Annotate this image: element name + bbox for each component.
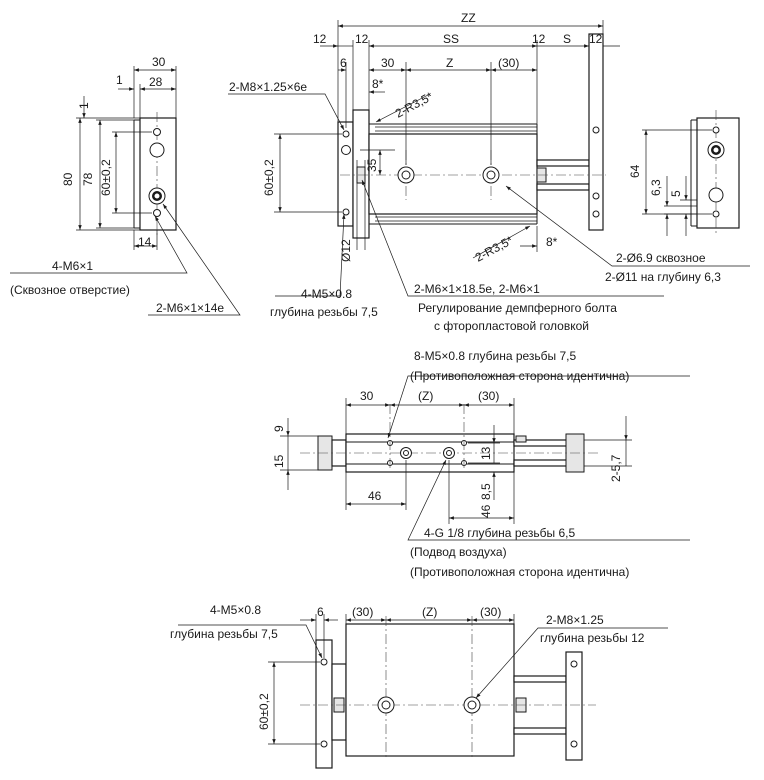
dim-80: 80 bbox=[61, 172, 75, 186]
dim-z: Z bbox=[446, 56, 453, 70]
callout-bot-m5-line2: глубина резьбы 7,5 bbox=[170, 627, 278, 641]
dim-5: 5 bbox=[669, 190, 683, 197]
left-view-hole-top bbox=[153, 128, 161, 136]
dim-30-top: 30 bbox=[152, 55, 166, 69]
dim-12-a: 12 bbox=[313, 32, 327, 46]
dim-bot-60: 60±0,2 bbox=[257, 693, 271, 730]
dim-30-paren: (30) bbox=[498, 56, 519, 70]
callout-bot-m5-line1: 4-M5×0.8 bbox=[210, 603, 261, 617]
callout-m6-through: 4-M6×1 bbox=[52, 259, 93, 273]
dim-46-right: 46 bbox=[479, 504, 493, 518]
middle-view: 30 (Z) (30) 9 15 13 46 8,5 46 2-5,7 8-M5… bbox=[272, 349, 690, 579]
left-view-hole-bottom bbox=[153, 209, 161, 217]
dim-phi12: Ø12 bbox=[339, 239, 353, 262]
callout-g-line2: (Подвод воздуха) bbox=[410, 545, 507, 559]
dim-ss: SS bbox=[443, 32, 459, 46]
dim-r35-lower: 2-R3,5* bbox=[473, 233, 516, 265]
dim-9: 9 bbox=[272, 425, 286, 432]
dim-r35-upper: 2-R3,5* bbox=[393, 89, 436, 121]
top-view: ZZ 12 12 SS 12 S 12 6 30 Z (30) 8* 2-R3,… bbox=[228, 11, 750, 333]
bottom-view: 6 (30) (Z) (30) 60±0,2 4-M5×0.8 глубина … bbox=[170, 603, 668, 769]
dim-bot-30-b: (30) bbox=[480, 605, 501, 619]
callout-m6-line1: 2-M6×1×18.5e, 2-M6×1 bbox=[414, 282, 540, 296]
callout-g-line3: (Противоположная сторона идентична) bbox=[410, 565, 629, 579]
right-end-view: 64 6,3 5 bbox=[628, 110, 740, 236]
bottom-view-body bbox=[345, 623, 515, 757]
left-view-bore-top bbox=[149, 142, 165, 158]
dim-12-c: 12 bbox=[532, 32, 546, 46]
dim-bot-z: (Z) bbox=[422, 605, 437, 619]
dim-6-3: 6,3 bbox=[649, 179, 663, 196]
callout-m5-line2: глубина резьбы 7,5 bbox=[270, 305, 378, 319]
callout-m6-through-note: (Сквозное отверстие) bbox=[10, 283, 130, 297]
left-side-view: 30 1 28 80 78 60±0,2 1 14 4-M6×1 (Сквозн… bbox=[10, 55, 241, 316]
dim-2-5-7: 2-5,7 bbox=[609, 454, 623, 482]
dim-14: 14 bbox=[138, 235, 152, 249]
dim-zz: ZZ bbox=[461, 11, 476, 25]
dim-8-upper: 8* bbox=[372, 77, 384, 91]
dim-60-left: 60±0,2 bbox=[99, 159, 113, 196]
callout-bot-m8-line1: 2-M8×1.25 bbox=[546, 613, 604, 627]
end-view-body bbox=[696, 117, 740, 229]
dim-8-5: 8,5 bbox=[479, 483, 493, 500]
dim-35: 35 bbox=[365, 158, 379, 172]
callout-bot-m8-line2: глубина резьбы 12 bbox=[540, 631, 645, 645]
dim-mid-30-paren: (30) bbox=[478, 389, 499, 403]
dim-1-left: 1 bbox=[77, 102, 91, 109]
dim-bot-6: 6 bbox=[317, 605, 324, 619]
callout-m6-depth: 2-M6×1×14e bbox=[156, 301, 224, 315]
callout-m6-line3: с фторопластовой головкой bbox=[434, 319, 589, 333]
callout-g-line1: 4-G 1/8 глубина резьбы 6,5 bbox=[424, 526, 575, 540]
dim-s: S bbox=[563, 32, 571, 46]
dim-12-b: 12 bbox=[355, 32, 369, 46]
dim-1-top: 1 bbox=[116, 73, 123, 87]
callout-m5-line1: 4-M5×0.8 bbox=[301, 287, 352, 301]
dim-mid-30: 30 bbox=[360, 389, 374, 403]
callout-phi-line1: 2-Ø6.9 сквозное bbox=[616, 251, 706, 265]
dim-13: 13 bbox=[479, 446, 493, 460]
dim-60-top-view: 60±0,2 bbox=[262, 159, 276, 196]
callout-m8: 2-M8×1.25×6e bbox=[229, 80, 307, 94]
bottom-view-end-plate-right bbox=[565, 651, 583, 761]
dim-78: 78 bbox=[81, 172, 95, 186]
dim-30: 30 bbox=[381, 56, 395, 70]
top-view-cylinder-body bbox=[368, 133, 538, 215]
callout-m6-line2: Регулирование демпферного болта bbox=[418, 301, 617, 315]
callout-mid-m5-line1: 8-M5×0.8 глубина резьбы 7,5 bbox=[414, 349, 577, 363]
dim-12-d: 12 bbox=[589, 32, 603, 46]
dim-64: 64 bbox=[628, 164, 642, 178]
dim-8-lower: 8* bbox=[546, 235, 558, 249]
dim-6: 6 bbox=[340, 56, 347, 70]
dim-28-top: 28 bbox=[149, 75, 163, 89]
dim-46-left: 46 bbox=[368, 489, 382, 503]
dim-bot-30-a: (30) bbox=[352, 605, 373, 619]
dim-15: 15 bbox=[272, 454, 286, 468]
callout-mid-m5-line2: (Противоположная сторона идентична) bbox=[410, 369, 629, 383]
callout-phi-line2: 2-Ø11 на глубину 6,3 bbox=[605, 270, 721, 284]
dim-mid-z: (Z) bbox=[418, 389, 433, 403]
